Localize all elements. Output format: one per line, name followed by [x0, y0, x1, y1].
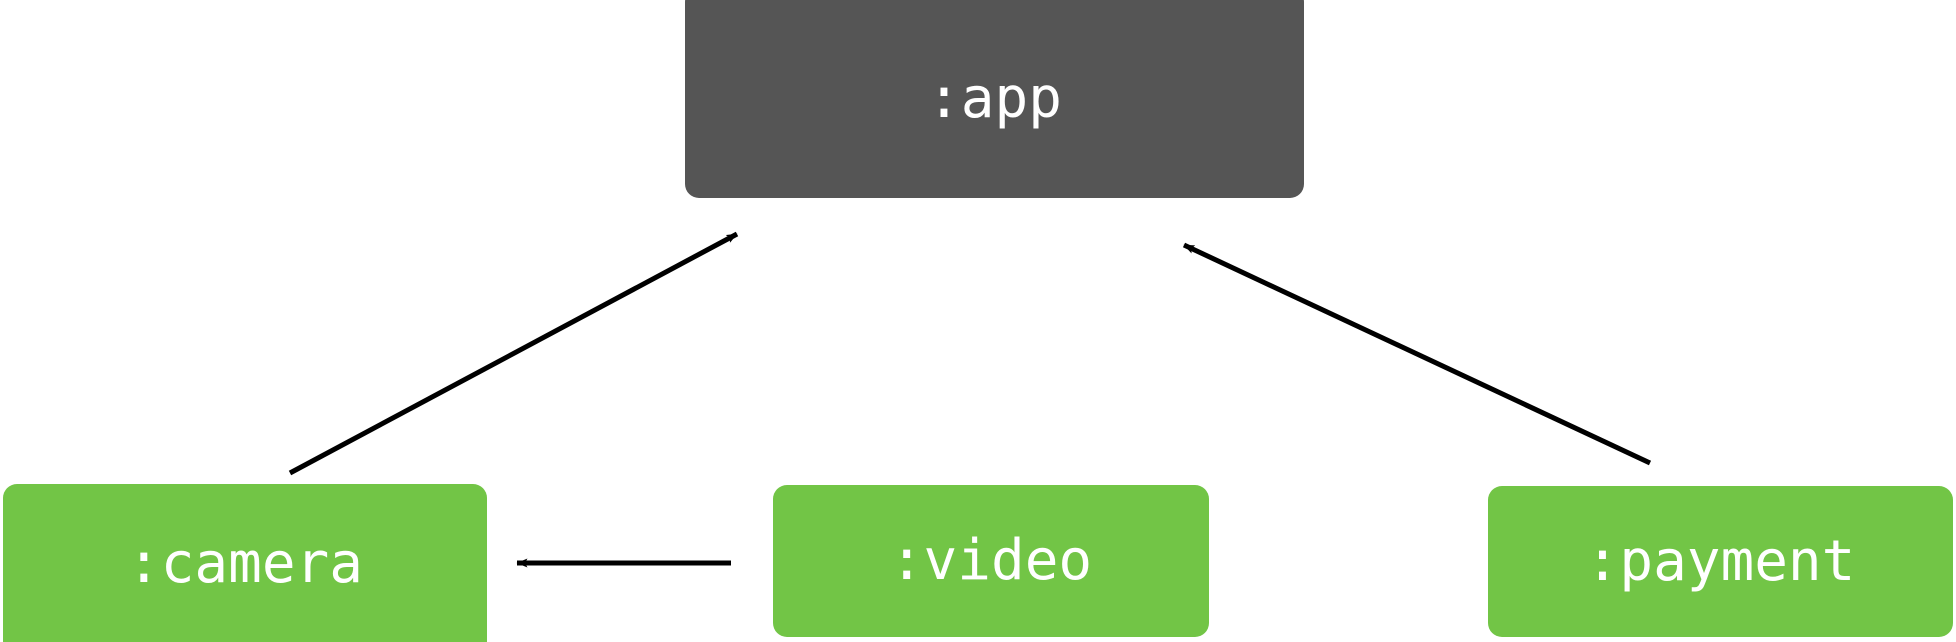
graph-node-camera-label: :camera — [126, 531, 363, 596]
graph-node-payment[interactable]: :payment — [1488, 486, 1953, 637]
edge-payment-to-app — [1182, 242, 1652, 466]
graph-node-camera[interactable]: :camera — [3, 484, 487, 642]
graph-node-app-label: :app — [927, 66, 1062, 131]
graph-node-video[interactable]: :video — [773, 485, 1209, 637]
graph-node-payment-label: :payment — [1585, 528, 1856, 594]
graph-node-video-label: :video — [889, 528, 1093, 593]
graph-node-app[interactable]: :app — [685, 0, 1304, 198]
edge-camera-to-app — [288, 231, 739, 476]
